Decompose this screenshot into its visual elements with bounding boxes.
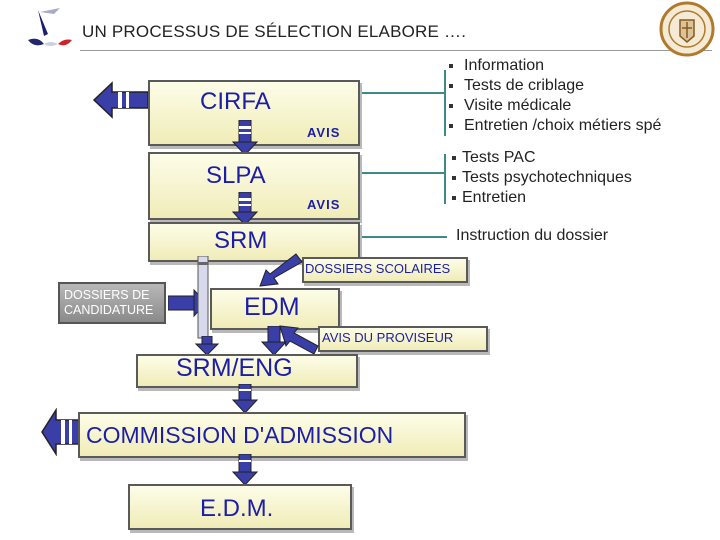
list-item: Entretien	[452, 188, 632, 208]
down-arrow-icon	[260, 326, 288, 356]
diagonal-arrow-icon	[279, 325, 319, 355]
diagonal-arrow-icon	[259, 253, 303, 287]
marine-logo-icon	[28, 8, 72, 46]
down-arrow-icon	[194, 336, 220, 356]
avis-proviseur-label: AVIS DU PROVISEUR	[322, 330, 454, 345]
cirfa-steps-list: Information Tests de criblage Visite méd…	[448, 56, 661, 136]
edm-final-box	[128, 484, 352, 530]
ecole-de-maistrance-seal-icon	[659, 1, 715, 57]
down-arrow-icon	[231, 384, 259, 414]
list-item: Tests de criblage	[448, 76, 661, 96]
page-title: UN PROCESSUS DE SÉLECTION ELABORE ….	[82, 22, 467, 41]
title-divider	[80, 50, 712, 51]
list-item: Information	[448, 56, 661, 76]
avis-label: AVIS	[307, 197, 341, 212]
slpa-label: SLPA	[206, 162, 266, 189]
list-item: Tests psychotechniques	[452, 168, 632, 188]
srm-eng-label: SRM/ENG	[176, 354, 293, 382]
srm-step-label: Instruction du dossier	[456, 227, 609, 244]
commission-label: COMMISSION D'ADMISSION	[86, 422, 394, 448]
commission-box	[78, 412, 466, 458]
dossiers-candidature-label: DOSSIERS DE CANDIDATURE	[64, 288, 154, 317]
exit-arrow-icon	[92, 81, 149, 119]
edm-final-label: E.D.M.	[200, 495, 274, 522]
connector-cirfa-bracket	[444, 70, 446, 136]
flow-bar-icon	[197, 256, 209, 339]
srm-label: SRM	[214, 227, 268, 254]
slpa-box	[148, 152, 360, 220]
slpa-steps-list: Tests PAC Tests psychotechniques Entreti…	[452, 148, 632, 208]
list-item: Tests PAC	[452, 148, 632, 168]
exit-arrow-icon	[41, 408, 81, 456]
down-arrow-icon	[231, 120, 259, 156]
edm-label: EDM	[244, 293, 300, 321]
list-item: Visite médicale	[448, 96, 661, 116]
list-item: Entretien /choix métiers spé	[448, 116, 661, 136]
down-arrow-icon	[231, 192, 259, 226]
srm-box	[148, 222, 360, 262]
connector-slpa	[357, 172, 445, 174]
connector-cirfa	[357, 92, 445, 94]
avis-proviseur-box	[318, 326, 488, 352]
dossiers-scolaires-box	[302, 257, 468, 283]
cirfa-label: CIRFA	[200, 88, 271, 115]
connector-slpa-bracket	[444, 154, 446, 204]
dossiers-candidature-box: DOSSIERS DE CANDIDATURE	[58, 282, 166, 324]
dossiers-scolaires-label: DOSSIERS SCOLAIRES	[305, 261, 451, 276]
connector-srm	[357, 236, 447, 238]
down-arrow-icon	[231, 454, 259, 486]
avis-label: AVIS	[307, 125, 341, 140]
